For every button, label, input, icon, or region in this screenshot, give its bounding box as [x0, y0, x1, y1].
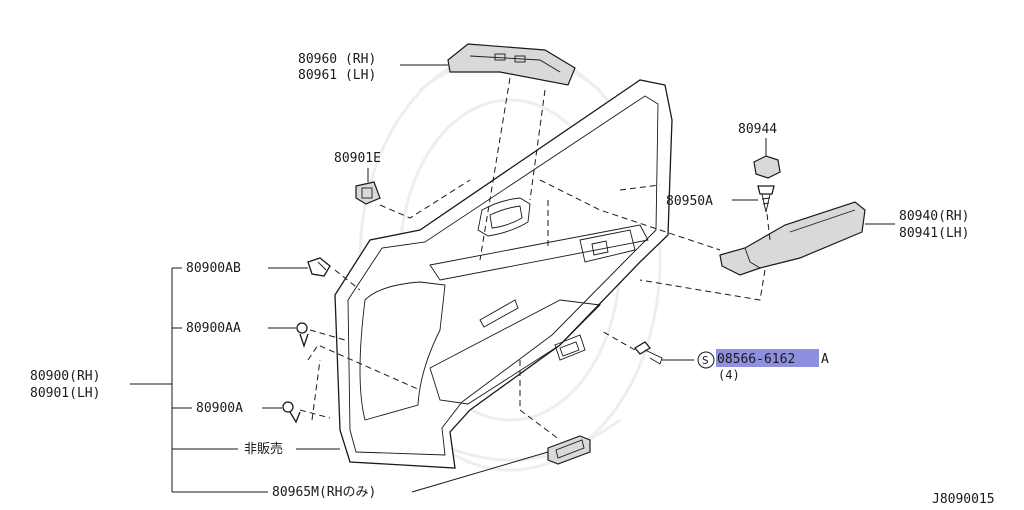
label-80965m[interactable]: 80965M(RHのみ)	[272, 485, 376, 500]
clip-80944-part[interactable]	[753, 155, 781, 179]
clip-80900aa-part[interactable]	[296, 322, 309, 349]
label-80901e[interactable]: 80901E	[334, 151, 381, 166]
clip-80901e-part[interactable]	[355, 181, 381, 205]
label-80900aa[interactable]: 80900AA	[186, 321, 241, 336]
clip-80900a-part[interactable]	[282, 401, 301, 424]
screw-08566-part[interactable]	[634, 341, 663, 365]
screw-symbol: S	[702, 354, 709, 367]
label-80950a[interactable]: 80950A	[666, 194, 713, 209]
label-80940-rh[interactable]: 80940(RH)	[899, 209, 969, 224]
label-80900-rh[interactable]: 80900(RH)	[30, 369, 100, 384]
part-number-highlight	[716, 349, 819, 367]
label-80960-rh[interactable]: 80960 (RH)	[298, 52, 376, 67]
label-08566-6162[interactable]: 08566-6162	[717, 352, 795, 367]
label-80900a[interactable]: 80900A	[196, 401, 243, 416]
pocket-80965m-part[interactable]	[547, 435, 591, 465]
label-80961-lh[interactable]: 80961 (LH)	[298, 68, 376, 83]
clip-80900ab-part[interactable]	[307, 257, 331, 277]
label-80944[interactable]: 80944	[738, 122, 777, 137]
label-screw-quantity: (4)	[718, 368, 740, 382]
leader-lines	[130, 64, 895, 493]
label-80901-lh[interactable]: 80901(LH)	[30, 386, 100, 401]
label-not-for-sale: 非販売	[244, 441, 283, 457]
handle-cover-part[interactable]	[447, 43, 576, 86]
armrest-part[interactable]	[719, 201, 866, 276]
label-80941-lh[interactable]: 80941(LH)	[899, 226, 969, 241]
figure-code: J8090015	[932, 492, 995, 507]
screw-symbol-circle	[697, 351, 715, 369]
labels: 80960 (RH) 80961 (LH) 80901E 80944 80950…	[30, 52, 995, 507]
label-08566-suffix[interactable]: A	[821, 352, 829, 367]
label-80900ab[interactable]: 80900AB	[186, 261, 241, 276]
door-trim-panel[interactable]	[334, 79, 673, 469]
screw-80950a-part[interactable]	[757, 185, 775, 213]
assembly-dashed-lines	[299, 77, 771, 441]
